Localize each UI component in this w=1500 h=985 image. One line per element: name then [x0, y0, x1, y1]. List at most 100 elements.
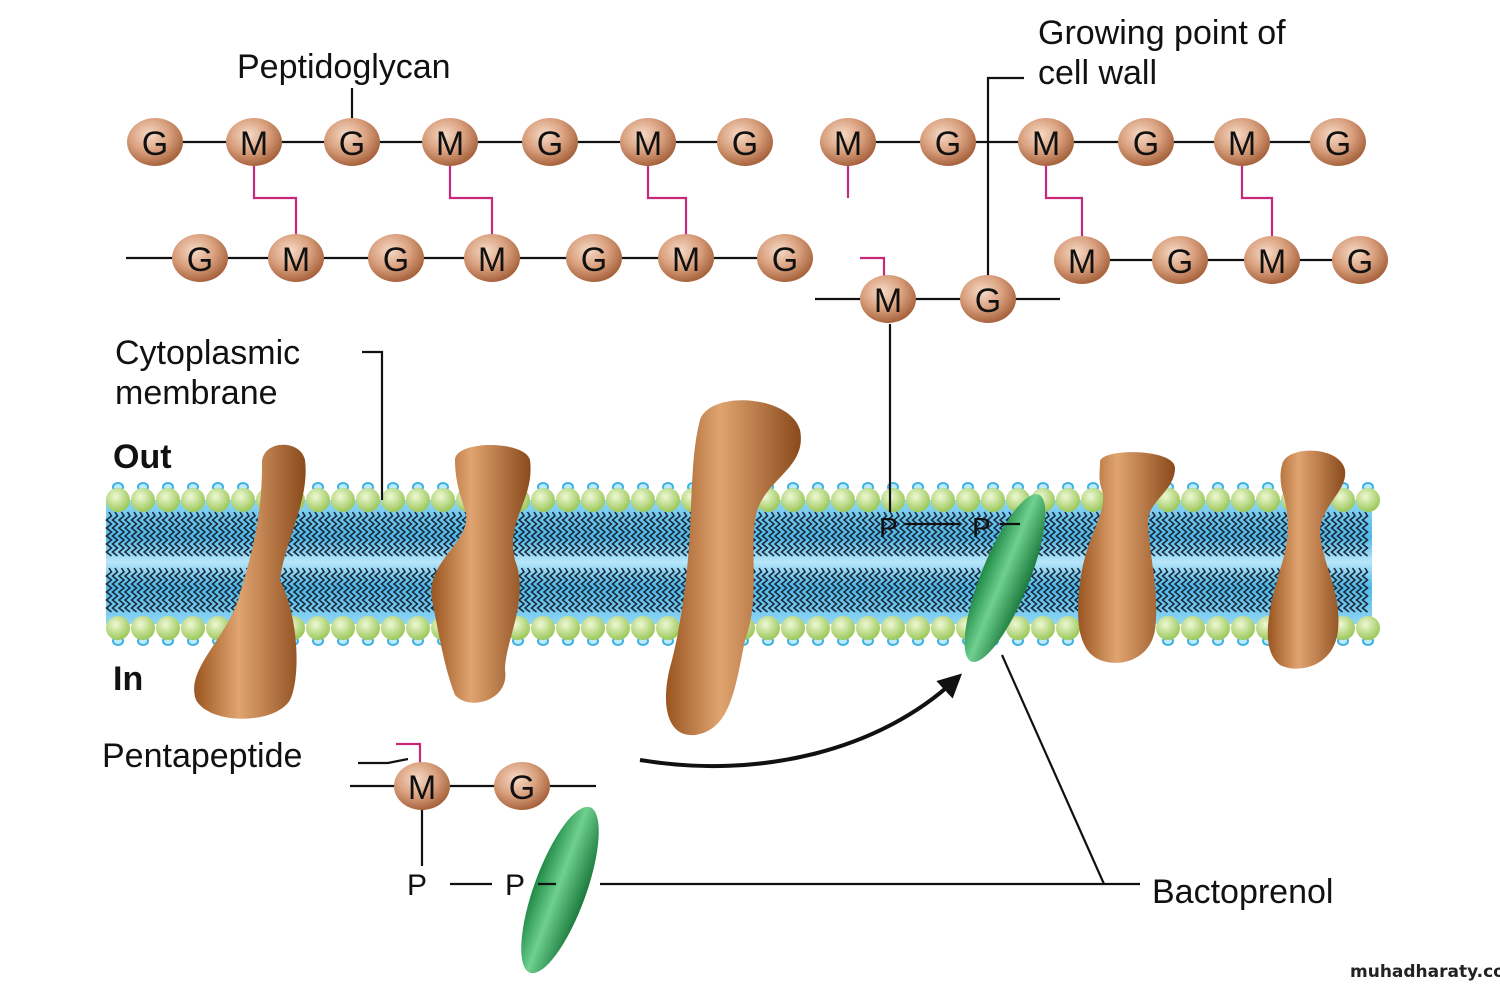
- lipid-tail: [1361, 567, 1369, 613]
- lipid-tail: [1255, 511, 1263, 557]
- lipid-tail: [1173, 511, 1182, 557]
- nag-sugar-bead: G: [172, 234, 228, 282]
- lipid-head: [431, 488, 455, 512]
- lipid-tail: [830, 567, 838, 613]
- lipid-tail: [355, 567, 363, 613]
- lipid-head: [1181, 488, 1205, 512]
- lipid-tail: [961, 511, 969, 557]
- lipid-tail: [886, 511, 894, 557]
- lipid-tail: [117, 567, 126, 613]
- lipid-tail: [767, 567, 776, 613]
- lipid-tail: [1061, 511, 1069, 557]
- lipid-tail: [1192, 511, 1201, 557]
- lipid-head: [131, 616, 155, 640]
- lipid-tail: [648, 511, 657, 557]
- lipid-head: [931, 616, 955, 640]
- lipid-tail: [1042, 567, 1051, 613]
- lipid-tail: [1217, 511, 1226, 557]
- lipid-tail: [892, 567, 901, 613]
- lipid-head: [356, 488, 380, 512]
- membrane-protein-4: [1077, 452, 1175, 663]
- lipid-tail: [367, 567, 376, 613]
- bead-label: M: [408, 769, 436, 807]
- lipid-tail: [1361, 511, 1369, 557]
- lipid-tail: [786, 567, 794, 613]
- lipid-tail: [330, 567, 338, 613]
- lipid-tail: [848, 567, 857, 613]
- nag-sugar-bead: G: [960, 275, 1016, 323]
- lipid-tail: [311, 567, 319, 613]
- lipid-tail: [192, 567, 201, 613]
- nag-sugar-bead: G: [324, 118, 380, 166]
- lipid-tail: [517, 511, 526, 557]
- lipid-tail: [186, 511, 194, 557]
- lipid-tail: [923, 567, 932, 613]
- lipid-tail: [930, 511, 938, 557]
- lipid-tail: [411, 511, 419, 557]
- lipid-head: [1231, 488, 1255, 512]
- bead-label: M: [478, 241, 506, 279]
- lipid-tail: [905, 511, 913, 557]
- lipid-tail: [842, 511, 851, 557]
- lipid-tail: [755, 567, 763, 613]
- lipid-tail: [1355, 567, 1363, 613]
- bead-label: M: [436, 125, 464, 163]
- lipid-tail: [580, 567, 588, 613]
- lipid-tail: [873, 567, 882, 613]
- bead-label: G: [537, 125, 563, 163]
- lipid-tail: [1273, 511, 1282, 557]
- bead-label: G: [1325, 125, 1351, 163]
- lipid-head: [131, 488, 155, 512]
- lipid-tail: [855, 567, 863, 613]
- lipid-tail: [1036, 567, 1044, 613]
- bead-label: G: [1347, 243, 1373, 281]
- lipid-head: [531, 488, 555, 512]
- bead-label: M: [1228, 125, 1256, 163]
- bead-label: G: [187, 241, 213, 279]
- nam-sugar-bead: M: [1054, 236, 1110, 284]
- lipid-tail: [855, 511, 863, 557]
- lipid-tail: [1323, 511, 1332, 557]
- lipid-head: [631, 488, 655, 512]
- lipid-tail: [167, 511, 176, 557]
- lipid-tail: [1255, 567, 1263, 613]
- nag-sugar-bead: G: [1152, 236, 1208, 284]
- lipid-tail: [1336, 511, 1344, 557]
- nam-sugar-bead: M: [1214, 118, 1270, 166]
- lipid-tail: [1211, 511, 1219, 557]
- bactoprenol-in-membrane: [964, 494, 1046, 662]
- lipid-tail: [1155, 511, 1163, 557]
- lipid-tail: [592, 567, 601, 613]
- lipid-tail: [117, 511, 126, 557]
- nag-sugar-bead: G: [757, 234, 813, 282]
- lipid-tail: [667, 511, 676, 557]
- lipid-tail: [623, 567, 632, 613]
- lipid-tail: [773, 567, 782, 613]
- lipid-tail: [292, 567, 301, 613]
- lipid-tail: [755, 511, 763, 557]
- lipid-tail: [380, 511, 388, 557]
- lipid-tail: [155, 567, 163, 613]
- lipid-tail: [173, 511, 182, 557]
- lipid-tail: [817, 567, 826, 613]
- lipid-tail: [361, 567, 369, 613]
- lipid-head: [656, 488, 680, 512]
- lipid-tail: [223, 567, 232, 613]
- lipid-head: [1181, 616, 1205, 640]
- lipid-tail: [380, 567, 388, 613]
- lipid-head: [106, 488, 130, 512]
- lipid-tail: [548, 511, 557, 557]
- label-pentapeptide: Pentapeptide: [102, 737, 302, 775]
- lipid-tail: [561, 511, 569, 557]
- lipid-tail: [242, 511, 251, 557]
- label-peptidoglycan: Peptidoglycan: [237, 48, 451, 86]
- lipid-head: [556, 616, 580, 640]
- lipid-tail: [105, 511, 113, 557]
- lipid-head: [556, 488, 580, 512]
- lipid-tail: [1180, 511, 1188, 557]
- lipid-tail: [373, 567, 382, 613]
- lipid-tail: [798, 511, 807, 557]
- bead-label: M: [672, 241, 700, 279]
- lipid-tail: [1223, 511, 1232, 557]
- lipid-tail: [642, 567, 651, 613]
